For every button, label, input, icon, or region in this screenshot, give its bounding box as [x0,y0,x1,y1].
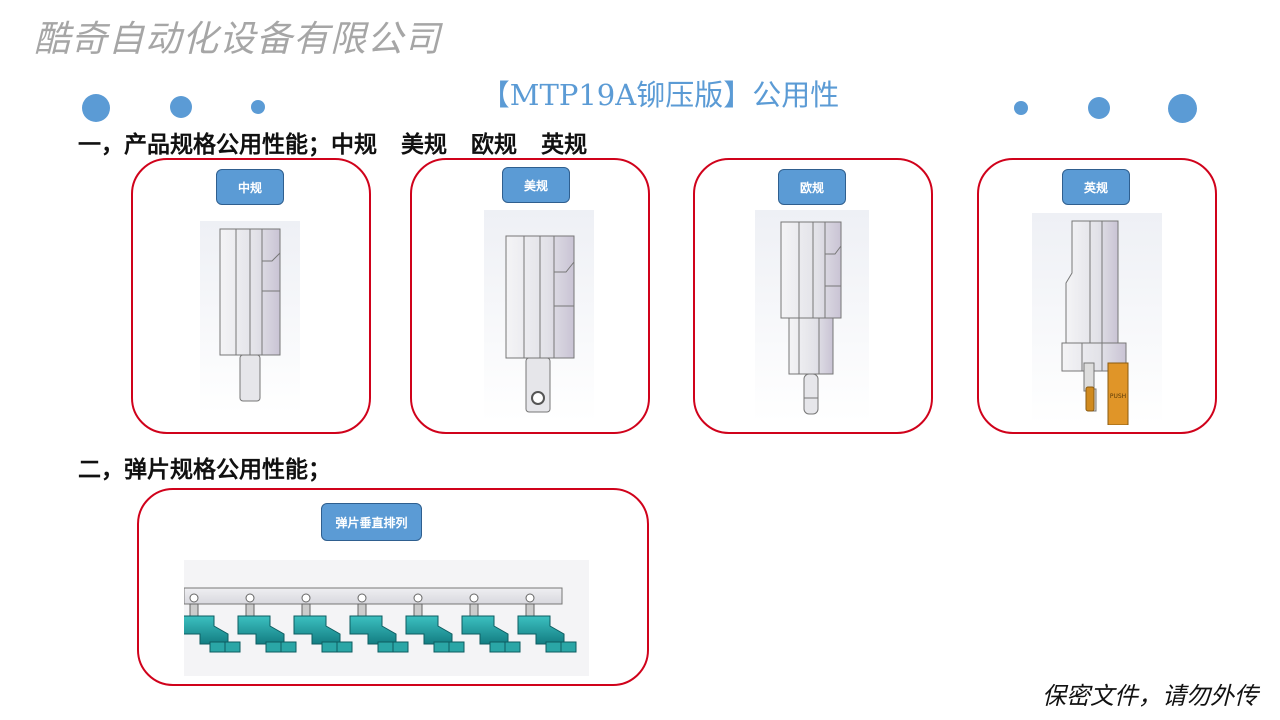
plug-cn-icon [200,221,300,414]
label-us: 美规 [502,167,570,203]
section2-heading: 二，弹片规格公用性能； [78,456,331,483]
label-cn: 中规 [216,169,284,205]
slide-title: 【MTP19A铆压版】公用性 [480,78,840,112]
plug-us-icon [484,210,594,422]
decor-dot [1168,94,1197,123]
uk-push-text: PUSH [1110,393,1126,400]
decor-dot [170,96,192,118]
decor-dot [1014,101,1028,115]
label-uk: 英规 [1062,169,1130,205]
plug-uk-icon: PUSH [1032,213,1162,425]
decor-dot [251,100,265,114]
section1-heading: 一，产品规格公用性能；中规 美规 欧规 英规 [78,131,588,158]
decor-dot [82,94,110,122]
plug-eu-icon [755,210,869,422]
confidential-footer: 保密文件，请勿外传 [1042,682,1258,710]
spring-strip-icon [184,560,589,676]
company-name: 酷奇自动化设备有限公司 [34,19,442,60]
decor-dot [1088,97,1110,119]
label-eu: 欧规 [778,169,846,205]
label-spring: 弹片垂直排列 [321,503,422,541]
